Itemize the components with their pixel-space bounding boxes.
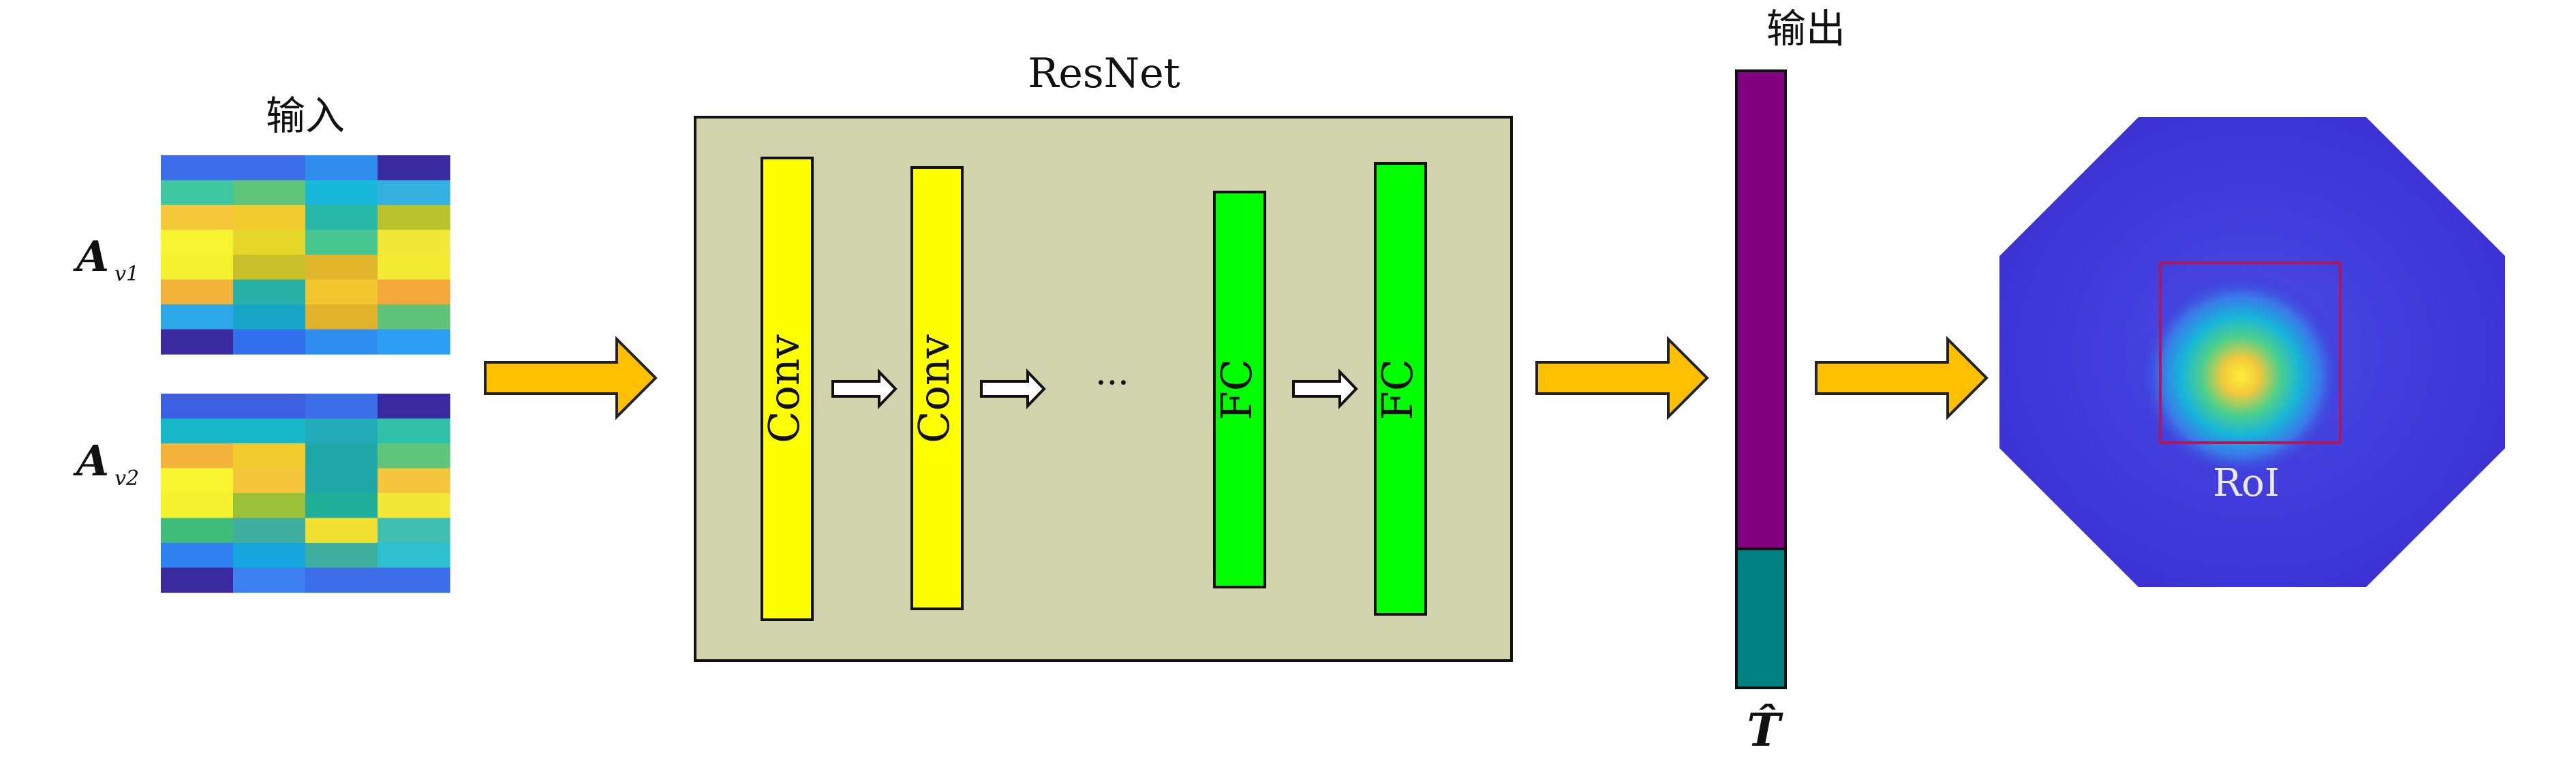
layer-fc-1 (1213, 191, 1266, 588)
layer-label-fc-1: FC (1212, 359, 1261, 420)
layer-label-fc-2: FC (1373, 359, 1422, 420)
matrix-subscript-v2: v2 (114, 467, 139, 490)
matrix-cell (378, 230, 450, 255)
layer-conv-1 (761, 157, 814, 621)
matrix-cell (378, 329, 450, 355)
matrix-cell (233, 567, 306, 593)
resnet-title: ResNet (1028, 50, 1180, 97)
output-title: 输出 (1766, 5, 1845, 52)
output-symbol: T̂ (1747, 704, 1783, 757)
matrix-cell (305, 180, 378, 206)
matrix-cell (233, 230, 306, 255)
matrix-cell (161, 304, 234, 330)
matrix-cell (305, 155, 378, 181)
matrix-cell (161, 394, 234, 420)
matrix-cell (305, 518, 378, 543)
matrix-cell (378, 443, 450, 469)
matrix-symbol-v2: A (73, 436, 109, 486)
matrix-cell (161, 418, 234, 444)
matrix-cell (378, 180, 450, 206)
matrix-cell (161, 493, 234, 519)
matrix-cell (161, 567, 234, 593)
matrix-cell (378, 468, 450, 494)
matrix-cell (378, 394, 450, 420)
ellipsis: ··· (1095, 363, 1129, 404)
matrix-cell (378, 543, 450, 569)
input-matrix-v2 (161, 394, 450, 593)
matrix-cell (233, 329, 306, 355)
roi-box (2159, 262, 2342, 444)
matrix-cell (161, 468, 234, 494)
matrix-cell (233, 518, 306, 543)
matrix-cell (233, 180, 306, 206)
matrix-cell (305, 205, 378, 231)
matrix-cell (378, 205, 450, 231)
matrix-cell (161, 255, 234, 281)
matrix-cell (378, 279, 450, 305)
matrix-cell (233, 155, 306, 181)
matrix-cell (161, 518, 234, 543)
matrix-cell (305, 468, 378, 494)
output-vector-bottom (1735, 548, 1787, 689)
matrix-cell (305, 567, 378, 593)
layer-label-conv-1: Conv (759, 334, 809, 443)
matrix-cell (305, 394, 378, 420)
roi-label: RoI (2213, 461, 2280, 505)
matrix-cell (233, 279, 306, 305)
flow-arrow-resnet-to-output (1535, 336, 1709, 420)
matrix-cell (305, 279, 378, 305)
matrix-cell (305, 329, 378, 355)
matrix-cell (233, 443, 306, 469)
small-arrow-3 (1292, 368, 1358, 409)
matrix-subscript-v1: v1 (114, 262, 139, 286)
matrix-cell (233, 255, 306, 281)
matrix-cell (305, 230, 378, 255)
matrix-cell (378, 518, 450, 543)
matrix-cell (305, 443, 378, 469)
matrix-cell (233, 543, 306, 569)
small-arrow-2 (980, 368, 1046, 409)
matrix-cell (305, 543, 378, 569)
matrix-cell (161, 180, 234, 206)
matrix-cell (161, 230, 234, 255)
matrix-cell (305, 304, 378, 330)
input-matrix-v1 (161, 155, 450, 355)
small-arrow-1 (831, 368, 898, 409)
matrix-cell (378, 567, 450, 593)
matrix-cell (233, 418, 306, 444)
matrix-cell (378, 255, 450, 281)
matrix-cell (161, 205, 234, 231)
roi-hotspot (2138, 274, 2343, 478)
matrix-cell (305, 418, 378, 444)
matrix-cell (161, 279, 234, 305)
matrix-symbol-v1: A (73, 232, 109, 281)
layer-conv-2 (910, 166, 964, 610)
matrix-cell (378, 418, 450, 444)
matrix-cell (161, 543, 234, 569)
matrix-cell (233, 468, 306, 494)
output-vector-top (1735, 69, 1787, 550)
matrix-cell (378, 493, 450, 519)
layer-label-conv-2: Conv (909, 334, 959, 443)
matrix-cell (305, 493, 378, 519)
layer-fc-2 (1374, 162, 1427, 616)
flow-arrow-output-to-roi (1815, 336, 1989, 420)
matrix-cell (233, 394, 306, 420)
flow-arrow-input-to-resnet (484, 336, 658, 420)
matrix-cell (161, 329, 234, 355)
matrix-cell (233, 304, 306, 330)
matrix-cell (378, 304, 450, 330)
matrix-cell (378, 155, 450, 181)
matrix-cell (233, 493, 306, 519)
input-title: 输入 (266, 93, 345, 139)
matrix-cell (233, 205, 306, 231)
matrix-cell (161, 443, 234, 469)
matrix-cell (161, 155, 234, 181)
matrix-cell (305, 255, 378, 281)
